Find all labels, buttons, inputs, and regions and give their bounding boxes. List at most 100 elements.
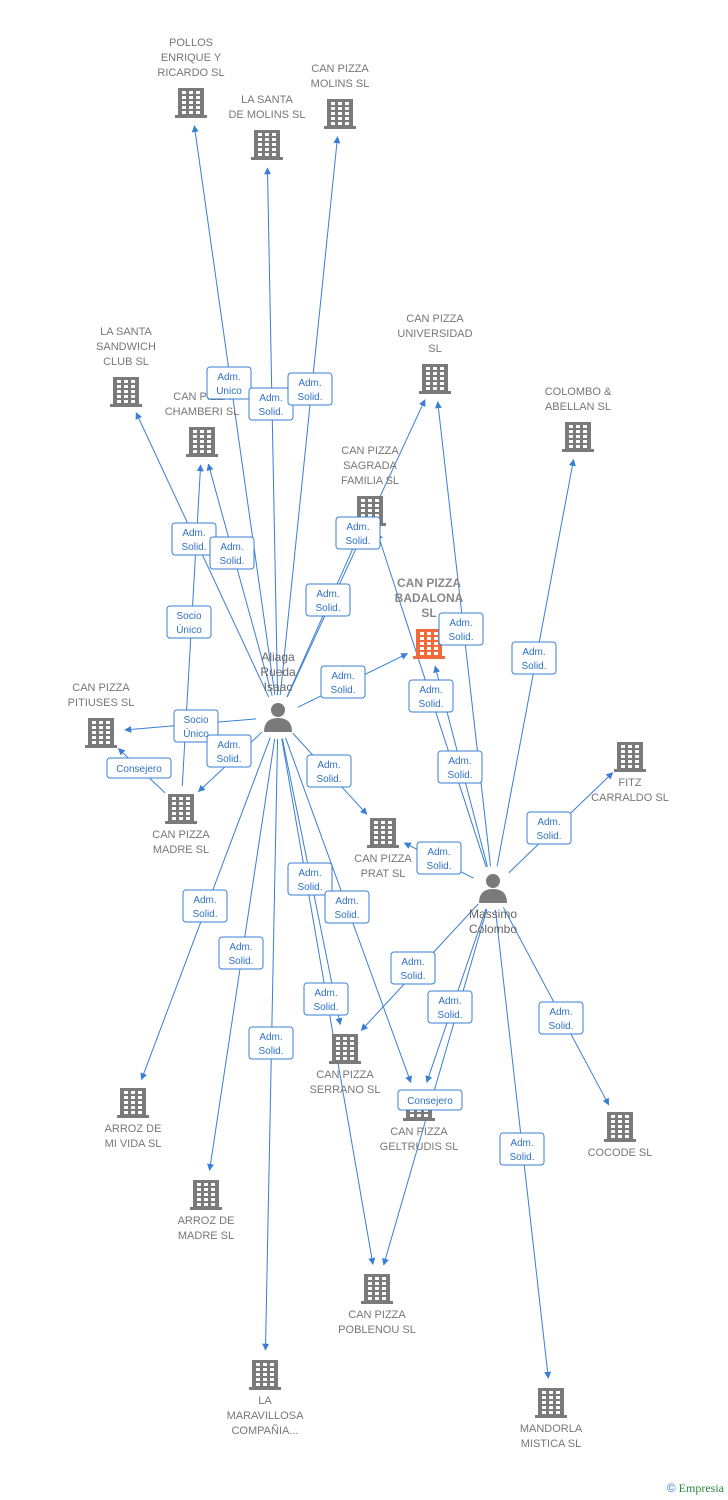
relation-label-box <box>166 605 212 639</box>
relation-label-box <box>324 890 370 924</box>
relation-label-text: Solid. <box>192 909 217 920</box>
relation-label-text: Adm. <box>537 817 560 828</box>
relation-label[interactable]: Adm.Solid. <box>408 679 454 713</box>
relation-label-box <box>287 372 333 406</box>
relation-label[interactable]: Adm.Solid. <box>218 936 264 970</box>
node-label-line: COMPAÑIA... <box>231 1424 298 1437</box>
node-label-line: Isaac <box>264 680 293 694</box>
relation-label-text: Adm. <box>229 942 252 953</box>
relation-label-text: Único <box>183 727 209 740</box>
relation-label-box <box>390 951 436 985</box>
node-label-line: MI VIDA SL <box>105 1138 162 1150</box>
relation-label[interactable]: Adm.Solid. <box>248 387 294 421</box>
building-icon <box>562 422 594 452</box>
building-icon <box>419 364 451 394</box>
relation-label-text: Solid. <box>315 603 340 614</box>
building-icon <box>251 130 283 160</box>
relation-label[interactable]: Adm.Solid. <box>538 1001 584 1035</box>
relation-label-text: Único <box>176 623 202 636</box>
brand-name: Empresia <box>678 1481 724 1495</box>
relation-label-text: Adm. <box>317 760 340 771</box>
relation-label-text: Socio <box>183 715 208 726</box>
relation-label[interactable]: Adm.Solid. <box>209 536 255 570</box>
relation-label[interactable]: Adm.Solid. <box>248 1026 294 1060</box>
relation-label[interactable]: Adm.Unico <box>206 366 252 400</box>
relation-label[interactable]: Adm.Solid. <box>437 750 483 784</box>
node-label-line: Colombo <box>469 922 517 936</box>
relation-label[interactable]: Adm.Solid. <box>171 522 217 556</box>
relation-label[interactable]: Adm.Solid. <box>390 951 436 985</box>
relation-label-text: Solid. <box>521 661 546 672</box>
relation-label-box <box>320 665 366 699</box>
relation-label[interactable]: Adm.Solid. <box>416 841 462 875</box>
node-label-line: LA SANTA <box>241 94 293 106</box>
relation-label[interactable]: Adm.Solid. <box>287 372 333 406</box>
node-label-line: FAMILIA SL <box>341 475 399 487</box>
node-maravillosa[interactable]: LAMARAVILLOSACOMPAÑIA... <box>227 1360 304 1437</box>
relation-label[interactable]: Adm.Solid. <box>182 889 228 923</box>
relation-label-box <box>408 679 454 713</box>
relation-label[interactable]: Adm.Solid. <box>306 754 352 788</box>
relation-label-text: Solid. <box>334 910 359 921</box>
relation-label[interactable]: Adm.Solid. <box>324 890 370 924</box>
relation-label-text: Solid. <box>330 685 355 696</box>
node-label-line: SERRANO SL <box>310 1084 381 1096</box>
relation-label-text: Adm. <box>449 618 472 629</box>
relation-label-text: Adm. <box>401 957 424 968</box>
relation-label[interactable]: Consejero <box>397 1089 463 1111</box>
relation-label-box <box>427 990 473 1024</box>
relation-label-text: Solid. <box>448 632 473 643</box>
relation-label[interactable]: Adm.Solid. <box>427 990 473 1024</box>
relation-label[interactable]: Adm.Solid. <box>320 665 366 699</box>
relation-label-text: Solid. <box>181 542 206 553</box>
node-label-line: Aliaga <box>261 650 295 664</box>
relation-label-box <box>106 757 172 779</box>
relation-label-text: Solid. <box>297 882 322 893</box>
relation-label[interactable]: Adm.Solid. <box>305 583 351 617</box>
node-label-line: ABELLAN SL <box>545 401 611 413</box>
relation-label-text: Adm. <box>259 393 282 404</box>
node-label-line: LA <box>258 1395 272 1407</box>
relation-label[interactable]: Adm.Solid. <box>499 1132 545 1166</box>
node-label-line: CAN PIZZA <box>152 829 210 841</box>
node-label-line: CAN PIZZA <box>348 1309 406 1321</box>
relation-label[interactable]: Consejero <box>106 757 172 779</box>
relation-label-text: Adm. <box>259 1032 282 1043</box>
relation-label[interactable]: Adm. Solid. <box>438 612 484 646</box>
relation-label[interactable]: Adm.Solid. <box>206 734 252 768</box>
relation-label[interactable]: Adm.Solid. <box>303 982 349 1016</box>
node-cocode[interactable]: COCODE SL <box>588 1112 653 1159</box>
footer-brand[interactable]: ©Empresia <box>667 1481 724 1496</box>
node-arroz_vida[interactable]: ARROZ DE MI VIDA SL <box>105 1088 162 1150</box>
node-colombo_abellan[interactable]: COLOMBO &ABELLAN SL <box>545 386 612 452</box>
node-label-line: SL <box>428 343 441 355</box>
node-label-line: ARROZ DE <box>105 1123 162 1135</box>
relation-label[interactable]: Adm.Solid. <box>335 516 381 550</box>
relation-label[interactable]: Adm.Solid. <box>287 862 333 896</box>
node-label-line: POLLOS <box>169 37 213 49</box>
relation-label-text: Solid. <box>426 861 451 872</box>
relation-label[interactable]: Adm.Solid. <box>526 811 572 845</box>
relation-label[interactable]: Adm.Solid. <box>511 641 557 675</box>
